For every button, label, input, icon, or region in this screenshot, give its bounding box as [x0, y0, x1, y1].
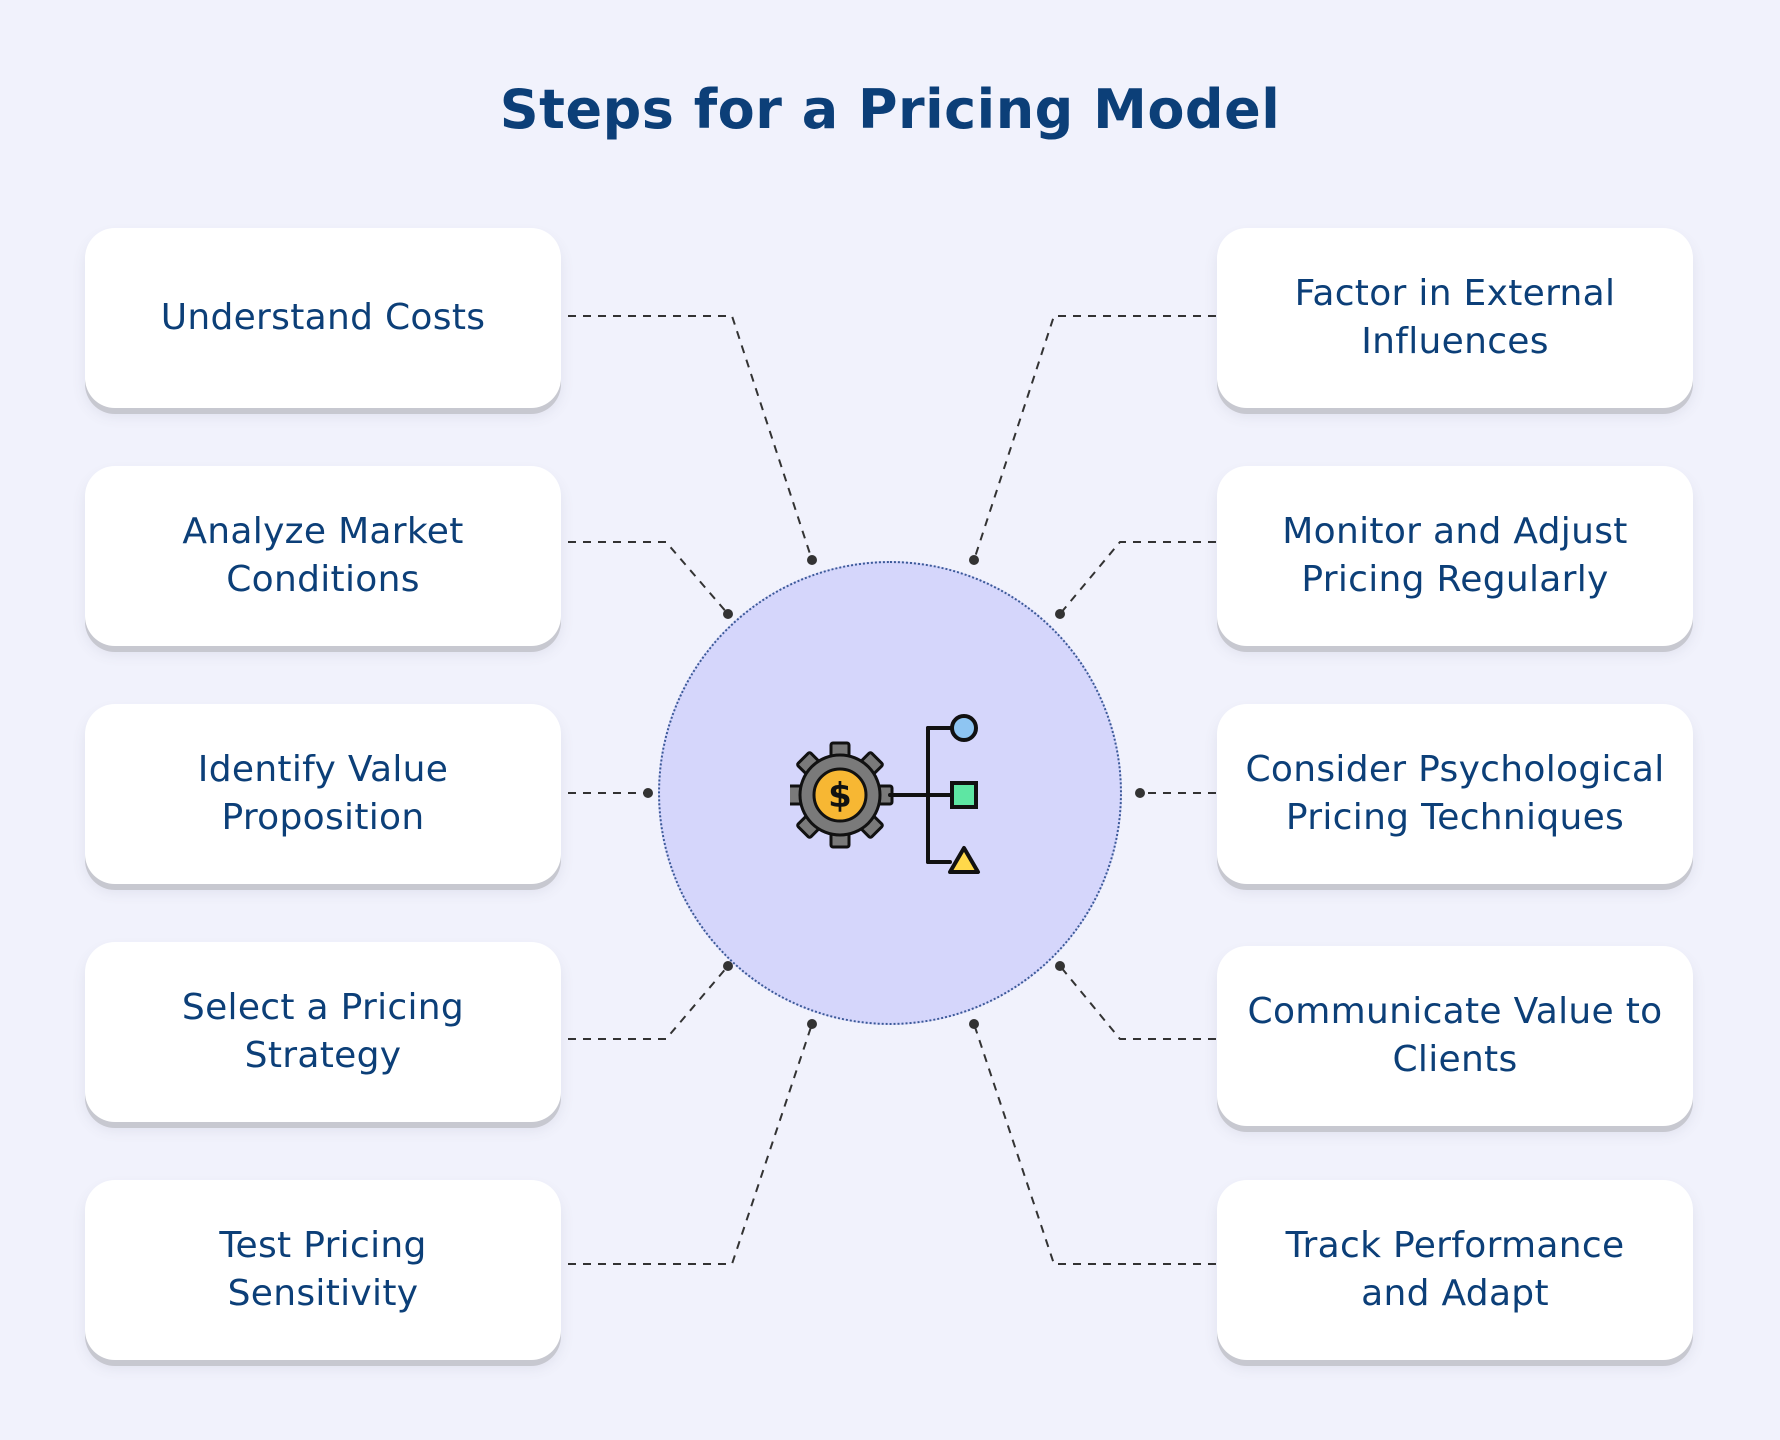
- connector-dot-left-4: [723, 961, 733, 971]
- connector-left-5: [568, 1023, 813, 1265]
- connector-right-4: [1059, 965, 1216, 1040]
- pricing-gear-hierarchy-icon: $: [790, 714, 980, 874]
- circle-node-icon: [950, 714, 978, 742]
- step-card-understand-costs: Understand Costs: [85, 228, 561, 408]
- connector-dot-right-2: [1055, 609, 1065, 619]
- connector-right-2: [1059, 541, 1216, 615]
- step-label: Monitor and Adjust Pricing Regularly: [1282, 511, 1628, 600]
- step-label: Track Performance and Adapt: [1285, 1225, 1625, 1314]
- connector-dot-right-1: [969, 555, 979, 565]
- step-card-external-influences: Factor in External Influences: [1217, 228, 1693, 408]
- connector-dot-left-5: [807, 1019, 817, 1029]
- gear-icon: [790, 741, 894, 849]
- step-label: Analyze Market Conditions: [182, 511, 464, 600]
- connector-left-1: [568, 315, 813, 561]
- connector-dot-left-1: [807, 555, 817, 565]
- step-card-monitor-adjust: Monitor and Adjust Pricing Regularly: [1217, 466, 1693, 646]
- connector-left-2: [568, 541, 729, 615]
- diagram-title: Steps for a Pricing Model: [499, 78, 1281, 141]
- connector-dot-right-4: [1055, 961, 1065, 971]
- step-card-value-proposition: Identify Value Proposition: [85, 704, 561, 884]
- step-label: Identify Value Proposition: [197, 749, 449, 838]
- square-node-icon: [950, 781, 978, 809]
- step-card-pricing-strategy: Select a Pricing Strategy: [85, 942, 561, 1122]
- step-card-psychological-pricing: Consider Psychological Pricing Technique…: [1217, 704, 1693, 884]
- step-label: Factor in External Influences: [1294, 273, 1616, 362]
- step-card-track-performance: Track Performance and Adapt: [1217, 1180, 1693, 1360]
- step-label: Test Pricing Sensitivity: [219, 1225, 427, 1314]
- step-card-test-sensitivity: Test Pricing Sensitivity: [85, 1180, 561, 1360]
- connector-dot-right-5: [969, 1019, 979, 1029]
- connector-dot-left-3: [643, 788, 653, 798]
- connector-right-1: [973, 315, 1216, 561]
- step-label: Understand Costs: [160, 297, 486, 338]
- triangle-node-icon: [948, 846, 980, 874]
- dollar-sign-icon: $: [828, 776, 852, 816]
- step-label: Select a Pricing Strategy: [181, 987, 465, 1076]
- step-label: Communicate Value to Clients: [1247, 991, 1663, 1080]
- step-card-analyze-market: Analyze Market Conditions: [85, 466, 561, 646]
- step-label: Consider Psychological Pricing Technique…: [1245, 749, 1665, 838]
- connector-dot-left-2: [723, 609, 733, 619]
- coin-icon: [812, 767, 868, 823]
- connector-right-5: [973, 1023, 1216, 1265]
- step-card-communicate-value: Communicate Value to Clients: [1217, 946, 1693, 1126]
- connector-left-4: [568, 965, 729, 1040]
- connector-dot-right-3: [1135, 788, 1145, 798]
